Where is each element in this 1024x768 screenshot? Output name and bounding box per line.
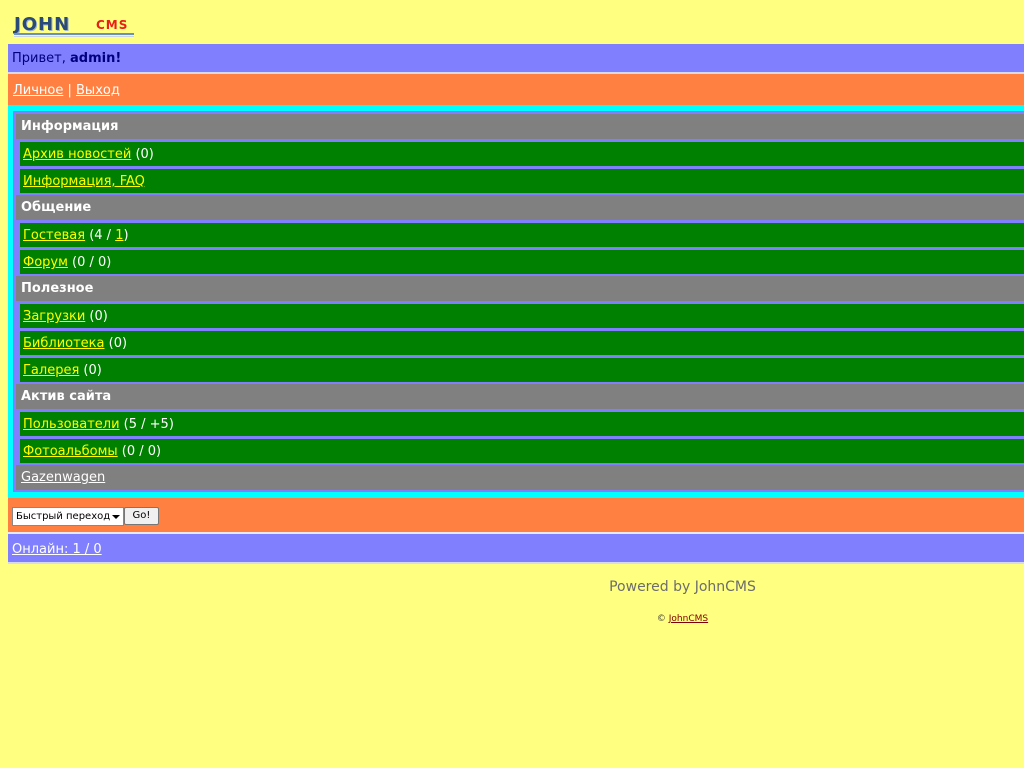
logo-cms-text: CMS [96,18,129,32]
menu-item-library: Библиотека (0) [20,331,1024,355]
section-header-useful: Полезное [16,276,1024,301]
section-header-info: Информация [16,114,1024,139]
go-button[interactable]: Go! [124,507,159,525]
section-header-communication: Общение [16,195,1024,220]
users-count: (5 / +5) [119,417,174,432]
logo-underline-2 [14,36,134,37]
menu-item-news-archive: Архив новостей (0) [20,142,1024,166]
menu-item-users: Пользователи (5 / +5) [20,412,1024,436]
guestbook-new-link[interactable]: 1 [115,228,124,243]
copyright-symbol: © [656,614,669,624]
user-nav-bar: Личное | Выход [8,74,1024,105]
menu-item-guestbook: Гостевая (4 / 1) [20,223,1024,247]
library-count: (0) [104,336,128,351]
section-title: Информация [21,119,119,134]
logo-underline [14,33,134,35]
copyright: © JohnCMS [0,614,1024,624]
guestbook-count-post: ) [123,228,129,243]
gazenwagen-link[interactable]: Gazenwagen [21,470,106,485]
quick-jump-select[interactable]: Быстрый переход [12,507,124,526]
library-link[interactable]: Библиотека [23,336,105,351]
greeting-prefix: Привет, [12,51,70,66]
guestbook-link[interactable]: Гостевая [23,228,86,243]
downloads-count: (0) [85,309,108,324]
main-menu: Информация Архив новостей (0) Информация… [13,111,1024,492]
menu-item-downloads: Загрузки (0) [20,304,1024,328]
logo[interactable]: JOHN CMS [14,14,144,38]
online-bar: Онлайн: 1 / 0 [8,534,1024,564]
johncms-link[interactable]: JohnCMS [668,614,709,624]
section-title: Актив сайта [21,389,112,404]
downloads-link[interactable]: Загрузки [23,309,86,324]
nav-separator: | [63,83,77,98]
personal-link[interactable]: Личное [13,83,64,98]
faq-link[interactable]: Информация, FAQ [23,174,145,189]
greeting-bar: Привет, admin! [8,44,1024,74]
menu-item-forum: Форум (0 / 0) [20,250,1024,274]
section-title: Общение [21,200,92,215]
menu-item-faq: Информация, FAQ [20,169,1024,193]
gallery-link[interactable]: Галерея [23,363,80,378]
powered-by-text: Powered by JohnCMS [609,579,756,595]
logout-link[interactable]: Выход [76,83,120,98]
menu-item-gallery: Галерея (0) [20,358,1024,382]
news-archive-link[interactable]: Архив новостей [23,147,132,162]
greeting-user: admin! [69,51,122,66]
forum-link[interactable]: Форум [23,255,68,270]
greeting-text: Привет, admin! [12,51,121,66]
chevron-down-icon [112,515,120,519]
quick-jump-bar: Быстрый переход Go! [8,498,1024,534]
menu-item-photo-albums: Фотоальбомы (0 / 0) [20,439,1024,463]
section-title: Полезное [21,281,94,296]
section-header-site-activity: Актив сайта [16,384,1024,409]
quick-jump-value: Быстрый переход [16,511,111,522]
photo-albums-link[interactable]: Фотоальбомы [23,444,118,459]
news-archive-count: (0) [131,147,154,162]
photo-albums-count: (0 / 0) [117,444,162,459]
gallery-count: (0) [79,363,102,378]
users-link[interactable]: Пользователи [23,417,120,432]
main-menu-frame: Информация Архив новостей (0) Информация… [8,105,1024,498]
logo-john-text: JOHN [14,14,71,35]
forum-count: (0 / 0) [67,255,112,270]
guestbook-count-pre: (4 / [85,228,116,243]
online-link[interactable]: Онлайн: 1 / 0 [12,542,102,557]
menu-footer-row: Gazenwagen [16,465,1024,490]
